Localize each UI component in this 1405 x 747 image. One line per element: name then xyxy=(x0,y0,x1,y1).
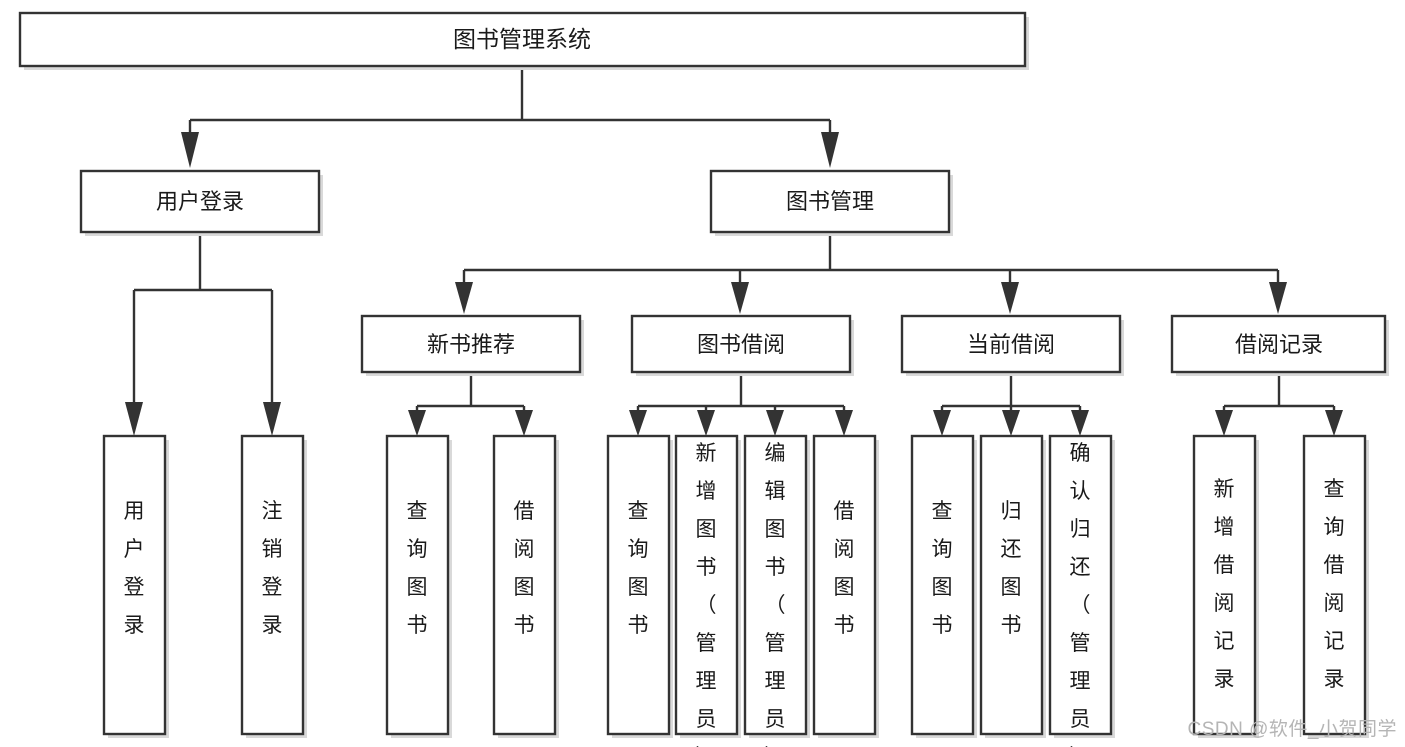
arrow-head-icon xyxy=(835,410,853,436)
node-book-borrow[interactable]: 图书借阅 xyxy=(630,314,854,376)
connector-group-userlogin-to-leaves xyxy=(125,232,281,436)
leaf-node[interactable]: 编辑图书（管理员） xyxy=(743,434,810,747)
arrow-head-icon xyxy=(125,402,143,436)
leaf-label: 新增借阅记录 xyxy=(1214,478,1235,691)
node-rect xyxy=(674,434,739,736)
leaf-label: 归还图书 xyxy=(1001,500,1022,637)
leaf-label: 查询图书 xyxy=(407,500,428,637)
node-label-root: 图书管理系统 xyxy=(453,26,591,52)
leaf-label: 新增图书（管理员） xyxy=(696,442,717,747)
arrow-head-icon xyxy=(1269,282,1287,314)
leaf-node[interactable]: 查询借阅记录 xyxy=(1302,434,1369,738)
connector-group-borrowrecord-to-leaves xyxy=(1215,374,1343,436)
leaf-label: 查询图书 xyxy=(628,500,649,637)
connector-group-newbook-to-leaves xyxy=(408,374,533,436)
leaf-label: 确认归还（管理员） xyxy=(1070,442,1091,747)
arrow-head-icon xyxy=(1325,410,1343,436)
arrow-head-icon xyxy=(455,282,473,314)
node-rect xyxy=(102,434,167,736)
node-rect xyxy=(385,434,450,736)
leaf-node[interactable]: 借阅图书 xyxy=(492,434,559,738)
arrow-head-icon xyxy=(1215,410,1233,436)
arrow-head-icon xyxy=(731,282,749,314)
leaf-node[interactable]: 查询图书 xyxy=(385,434,452,738)
node-rect xyxy=(743,434,808,736)
node-rect xyxy=(1302,434,1367,736)
connector-group-bookborrow-to-leaves xyxy=(629,374,853,436)
arrow-head-icon xyxy=(515,410,533,436)
leaf-node[interactable]: 新增借阅记录 xyxy=(1192,434,1259,738)
leaf-label: 编辑图书（管理员） xyxy=(765,442,786,747)
node-label-borrow-record: 借阅记录 xyxy=(1235,332,1323,357)
arrow-head-icon xyxy=(408,410,426,436)
node-rect xyxy=(1048,434,1113,736)
node-label-current-borrow: 当前借阅 xyxy=(967,332,1055,357)
arrow-head-icon xyxy=(1001,282,1019,314)
leaf-label: 借阅图书 xyxy=(834,500,855,637)
leaf-node[interactable]: 确认归还（管理员） xyxy=(1048,434,1115,747)
node-label-book-management: 图书管理 xyxy=(786,189,874,214)
leaf-label: 借阅图书 xyxy=(514,500,535,637)
node-label-book-borrow: 图书借阅 xyxy=(697,332,785,357)
node-rect xyxy=(606,434,671,736)
node-rect xyxy=(812,434,877,736)
node-rect xyxy=(979,434,1044,736)
node-rect xyxy=(492,434,557,736)
arrow-head-icon xyxy=(933,410,951,436)
arrow-head-icon xyxy=(821,132,839,168)
leaf-label: 查询图书 xyxy=(932,500,953,637)
csdn-watermark: CSDN @软件_小贺同学 xyxy=(1187,719,1397,740)
leaf-label: 查询借阅记录 xyxy=(1324,478,1345,691)
leaf-label: 用户登录 xyxy=(124,500,145,637)
connector-group-root-to-level2 xyxy=(181,66,839,168)
leaf-node[interactable]: 借阅图书 xyxy=(812,434,879,738)
node-rect xyxy=(1192,434,1257,736)
node-rect xyxy=(18,11,1027,68)
leaf-node[interactable]: 归还图书 xyxy=(979,434,1046,738)
arrow-head-icon xyxy=(766,410,784,436)
node-new-book-recommend[interactable]: 新书推荐 xyxy=(360,314,584,376)
leaf-node[interactable]: 查询图书 xyxy=(910,434,977,738)
node-rect xyxy=(630,314,852,374)
node-rect xyxy=(360,314,582,374)
connector-group-currentborrow-to-leaves xyxy=(933,374,1089,436)
node-label-new-book-recommend: 新书推荐 xyxy=(427,332,515,357)
node-rect xyxy=(79,169,321,234)
arrow-head-icon xyxy=(1071,410,1089,436)
arrow-head-icon xyxy=(697,410,715,436)
node-rect xyxy=(1170,314,1387,374)
node-rect xyxy=(900,314,1122,374)
arrow-head-icon xyxy=(1002,410,1020,436)
leaf-label: 注销登录 xyxy=(262,500,283,637)
arrow-head-icon xyxy=(629,410,647,436)
node-rect xyxy=(910,434,975,736)
leaf-node[interactable]: 注销登录 xyxy=(240,434,307,738)
leaf-node[interactable]: 新增图书（管理员） xyxy=(674,434,741,747)
node-book-management[interactable]: 图书管理 xyxy=(709,169,953,236)
node-borrow-record[interactable]: 借阅记录 xyxy=(1170,314,1389,376)
connector-group-bookmgmt-to-level3 xyxy=(455,232,1287,314)
node-rect xyxy=(709,169,951,234)
leaf-node[interactable]: 查询图书 xyxy=(606,434,673,738)
leaf-node[interactable]: 用户登录 xyxy=(102,434,169,738)
node-current-borrow[interactable]: 当前借阅 xyxy=(900,314,1124,376)
node-rect xyxy=(240,434,305,736)
node-user-login[interactable]: 用户登录 xyxy=(79,169,323,236)
node-root-system[interactable]: 图书管理系统 xyxy=(18,11,1029,70)
arrow-head-icon xyxy=(263,402,281,436)
arrow-head-icon xyxy=(181,132,199,168)
node-label-user-login: 用户登录 xyxy=(156,189,244,214)
